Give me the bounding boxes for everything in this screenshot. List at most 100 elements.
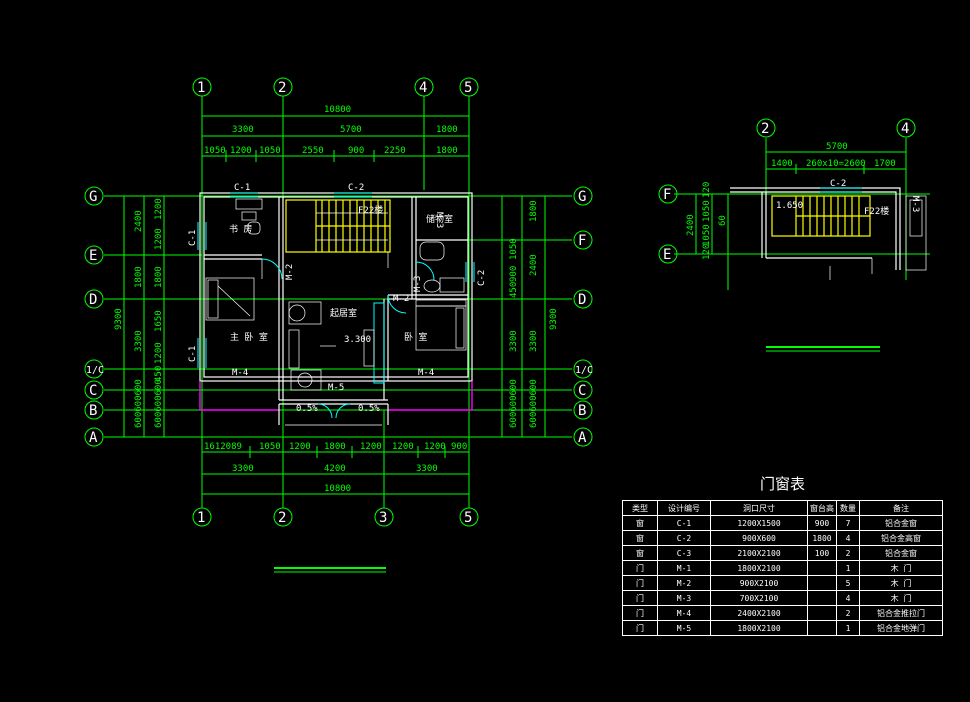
table-header-cell: 类型 — [622, 500, 658, 516]
svg-text:2: 2 — [278, 80, 286, 96]
table-cell: 窗 — [622, 530, 658, 546]
dim-bottom-detail-5: 1200 — [360, 442, 382, 452]
table-cell: 4 — [836, 590, 860, 606]
svg-text:2: 2 — [278, 510, 286, 526]
label-m3-a: M-3 — [413, 276, 423, 292]
svg-text:F: F — [578, 233, 586, 249]
dim-left-inner-7: 600600600 — [134, 379, 144, 428]
svg-text:4: 4 — [419, 80, 427, 96]
dim-top-total: 10800 — [324, 105, 351, 115]
dim-left-mid-3: 3300 — [134, 330, 144, 352]
detail-stair: F22楼 — [864, 205, 889, 217]
svg-text:1: 1 — [197, 80, 205, 96]
svg-text:B: B — [89, 403, 97, 419]
label-m2-b: M-2 — [393, 294, 409, 304]
dim-right-outer: 9300 — [549, 308, 559, 330]
detail-bubble-2: 2 — [756, 118, 776, 138]
table-header-cell: 设计编号 — [657, 500, 711, 516]
table-cell: 1800 — [807, 530, 837, 546]
detail-dim-2: 260x10=2600 — [806, 159, 866, 169]
axis-bubble-right-f: F — [573, 230, 593, 250]
table-cell: 门 — [622, 560, 658, 576]
dim-left-outer: 9300 — [114, 308, 124, 330]
svg-text:A: A — [578, 430, 587, 446]
axis-bubble-right-a: A — [573, 427, 593, 447]
axis-lines — [104, 96, 572, 508]
dim-top-detail-2: 1200 — [230, 146, 252, 156]
label-elevation: 3.300 — [344, 335, 371, 345]
svg-text:1: 1 — [197, 510, 205, 526]
dim-top-mid-2: 5700 — [340, 125, 362, 135]
dim-top-mid-3: 1800 — [436, 125, 458, 135]
dim-bottom-mid-3: 3300 — [416, 464, 438, 474]
table-cell: 100 — [807, 545, 837, 561]
table-cell: 窗 — [622, 545, 658, 561]
dim-bottom-total: 10800 — [324, 484, 351, 494]
stair — [285, 199, 391, 268]
table-cell: 1 — [836, 620, 860, 636]
axis-bubbles: 1 2 4 5 1 2 3 5 G E D 1/C C B A G F D 1/… — [84, 77, 593, 527]
table-header-cell: 窗台高 — [807, 500, 837, 516]
svg-text:5: 5 — [464, 510, 472, 526]
dim-bottom-mid-1: 3300 — [232, 464, 254, 474]
dim-top-detail-5: 900 — [348, 146, 364, 156]
dim-top-detail-1: 1050 — [204, 146, 226, 156]
svg-text:G: G — [578, 189, 586, 205]
dim-right-inner-3: 900 — [509, 266, 519, 282]
detail-dim-left-1: 2400 — [686, 214, 696, 236]
windows — [197, 192, 475, 384]
room-bedroom: 卧 室 — [404, 331, 427, 343]
table-cell: C-2 — [657, 530, 711, 546]
table-header-cell: 洞口尺寸 — [710, 500, 808, 516]
table-header-row: 类型 设计编号 洞口尺寸 窗台高 数量 备注 — [622, 500, 943, 516]
table-cell: 铝合金窗 — [859, 515, 943, 531]
svg-text:1/C: 1/C — [575, 365, 593, 376]
axis-bubble-right-c: C — [573, 380, 593, 400]
svg-text:D: D — [89, 292, 97, 308]
detail-axis-bubbles: 2 4 F E — [658, 118, 916, 264]
room-living: 起居室 — [330, 307, 357, 319]
detail-bubble-4: 4 — [896, 118, 916, 138]
table-cell: 铝合金推拉门 — [859, 605, 943, 621]
dim-right-bottom: 600600600 — [529, 379, 539, 428]
label-c1-left-b: C-1 — [188, 346, 198, 362]
dim-right-mid-2b: 3300 — [509, 330, 519, 352]
table-cell: 1200X1500 — [710, 515, 808, 531]
label-m3-b: M-3 — [434, 212, 444, 228]
dim-bottom-detail-7: 1200 — [424, 442, 446, 452]
dim-top-detail-3: 1050 — [259, 146, 281, 156]
table-cell: 门 — [622, 590, 658, 606]
axis-bubble-left-e: E — [84, 245, 104, 265]
axis-bubble-bottom-5: 5 — [459, 507, 479, 527]
table-cell: 7 — [836, 515, 860, 531]
svg-text:4: 4 — [901, 121, 909, 137]
table-cell: M-1 — [657, 560, 711, 576]
axis-bubble-top-4: 4 — [414, 77, 434, 97]
table-cell: 2100X2100 — [710, 545, 808, 561]
detail-plan: 5700 1400 260x10=2600 1700 2400 120 1050… — [674, 138, 930, 352]
axis-bubble-bottom-3: 3 — [374, 507, 394, 527]
table-cell: 900 — [807, 515, 837, 531]
svg-text:E: E — [663, 247, 671, 263]
dim-right-inner-5: 600600600 — [509, 379, 519, 428]
table-cell: M-3 — [657, 590, 711, 606]
table-cell: 2400X2100 — [710, 605, 808, 621]
svg-text:F: F — [663, 187, 671, 203]
detail-elevation: 1.650 — [776, 201, 803, 211]
dim-left-inner-3: 1800 — [154, 266, 164, 288]
table-cell — [807, 575, 837, 591]
table-cell: C-1 — [657, 515, 711, 531]
dim-bottom-detail-6: 1200 — [392, 442, 414, 452]
axis-bubble-right-b: B — [573, 400, 593, 420]
dim-bottom-detail-8: 900 — [451, 442, 467, 452]
table-cell: 木 门 — [859, 575, 943, 591]
label-c2-right: C-2 — [477, 270, 487, 286]
dim-right-mid-2: 3300 — [529, 330, 539, 352]
axis-bubble-left-g: G — [84, 186, 104, 206]
table-cell: 铝合金窗 — [859, 545, 943, 561]
svg-text:C: C — [578, 383, 586, 399]
